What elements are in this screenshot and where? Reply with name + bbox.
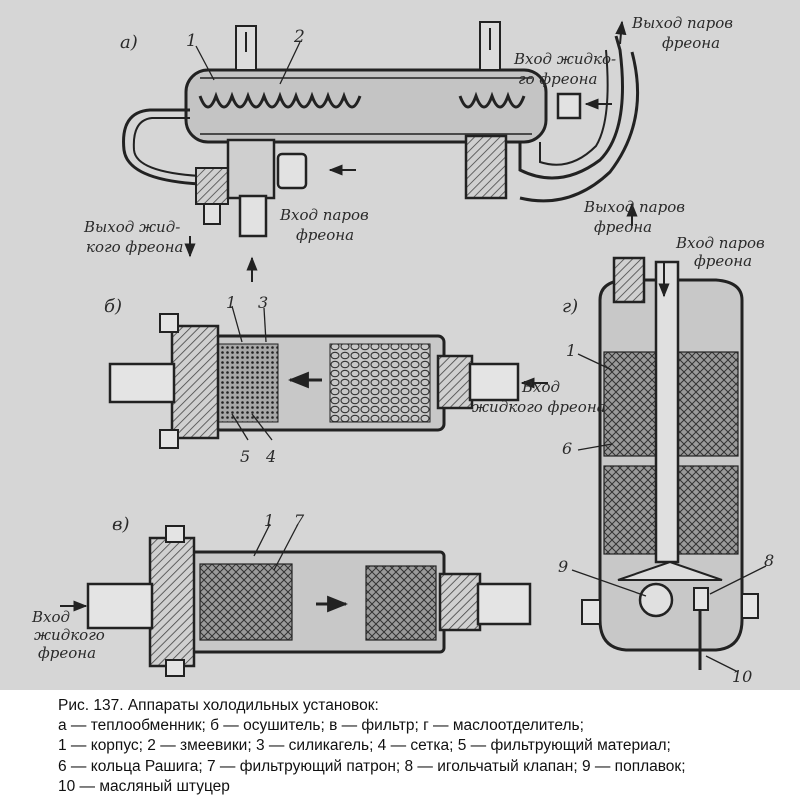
label-9-g: 9 [558,557,568,576]
label-6-g: 6 [562,439,572,458]
b-in-liquid-2: жидкого фреона [472,398,606,416]
label-4-b: 4 [265,447,276,466]
caption-line-legend-2: 6 — кольца Рашига; 7 — фильтрующий патро… [58,757,686,775]
a-out-liquid-2: кого фреона [86,238,183,256]
b-in-liquid-1: Вход [521,378,560,396]
g-in-vapor-1: Вход паров [675,234,765,252]
part-v-filter [60,525,532,677]
caption-line-legend-3: 10 — масляный штуцер [58,777,230,795]
part-b-letter: б) [104,296,122,317]
label-2-a: 2 [293,27,305,47]
a-out-liquid-1: Выход жид- [83,218,180,236]
a-in-vapor-2: фреона [296,226,354,244]
a-out-vapor-1: Выход паров [631,14,733,32]
g-out-vapor-2: фреона [594,218,652,236]
label-7-v: 7 [294,511,305,530]
v-in-liquid-1: Вход [31,608,70,626]
part-a-heat-exchanger [122,20,640,282]
g-in-vapor-2: фреона [694,252,752,270]
label-3-b: 3 [258,293,268,312]
v-in-liquid-2: жидкого [34,626,105,644]
part-a-letter: а) [120,32,138,53]
label-1-v: 1 [264,511,274,530]
v-in-liquid-3: фреона [38,644,96,662]
label-1-g: 1 [566,341,576,360]
figure-drawing: а) 1 2 Выход паров фреона Вход жидко- го… [0,0,800,690]
part-b-drier [108,313,548,449]
part-v-labels: в) 1 7 Вход жидкого фреона [31,511,305,662]
label-10-g: 10 [732,667,752,686]
part-g-oil-separator [581,202,759,670]
label-1-b: 1 [226,293,236,312]
part-a-labels: а) 1 2 Выход паров фреона Вход жидко- го… [83,14,733,256]
caption-line-title: Рис. 137. Аппараты холодильных установок… [58,697,379,714]
label-8-g: 8 [764,551,774,570]
g-out-vapor-1: Выход паров [583,198,685,216]
caption-line-parts: а — теплообменник; б — осушитель; в — фи… [58,717,584,735]
leader-lines [195,41,767,673]
a-out-vapor-2: фреона [662,34,720,52]
part-g-letter: г) [562,296,578,317]
a-in-liquid-2: го фреона [518,70,597,88]
a-in-liquid-1: Вход жидко- [513,50,616,68]
label-1-a: 1 [186,31,197,51]
part-b-labels: б) 1 3 5 4 Вход жидкого фреона [104,293,606,466]
technical-drawing: а) 1 2 Выход паров фреона Вход жидко- го… [31,14,774,686]
figure-caption: Рис. 137. Аппараты холодильных установок… [58,696,793,797]
part-v-letter: в) [112,514,130,535]
caption-line-legend-1: 1 — корпус; 2 — змеевики; 3 — силикагель… [58,737,671,755]
a-in-vapor-1: Вход паров [279,206,369,224]
label-5-b: 5 [240,447,250,466]
part-g-labels: г) Выход паров фреона Вход паров фреона … [558,198,774,686]
